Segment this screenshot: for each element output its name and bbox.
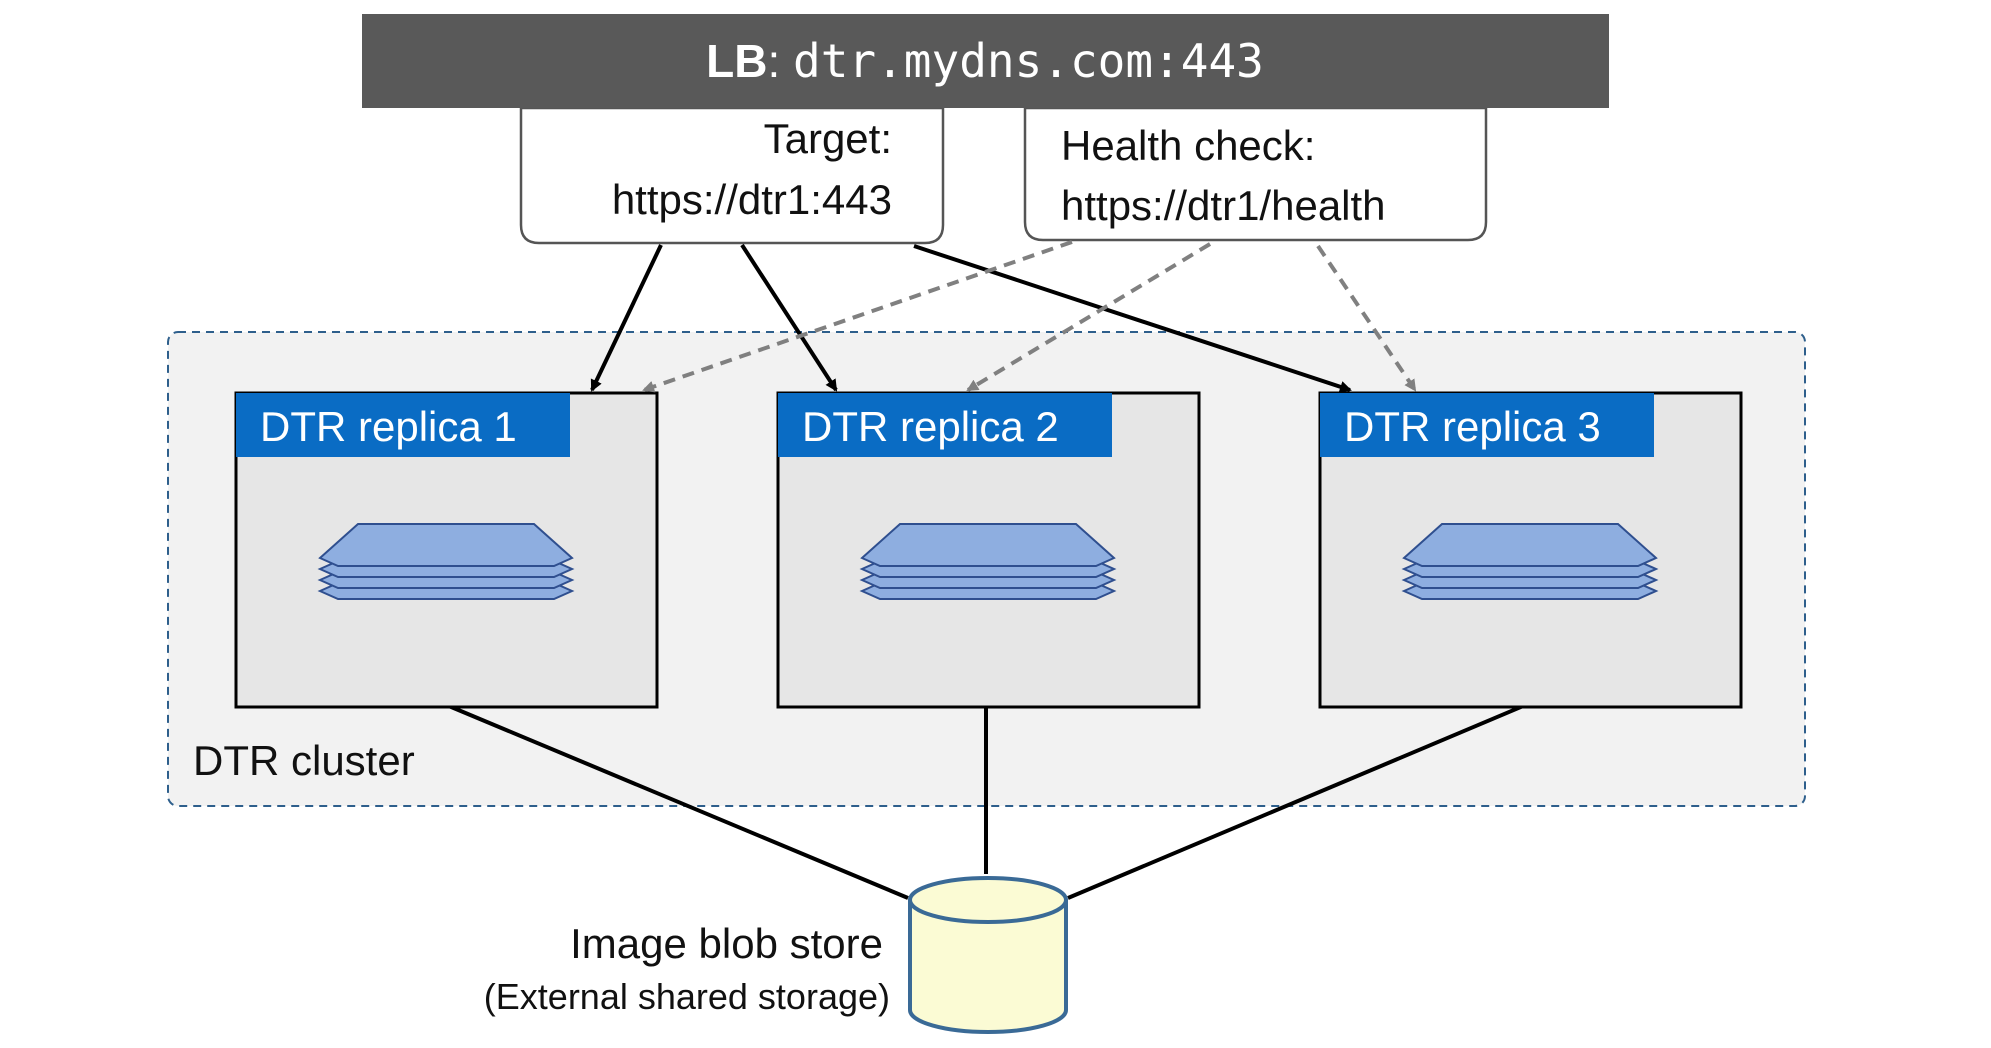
replica-header [1320,393,1654,457]
load-balancer-bar [362,14,1609,108]
dtr-replica-2[interactable]: DTR replica 2 [776,391,1201,709]
route-arrow-replica-1 [590,244,663,392]
health-arrow-replica-3 [1316,244,1417,392]
replica-label: DTR replica 2 [802,403,1059,450]
dtr-replica-3[interactable]: DTR replica 3 [1318,391,1743,709]
blob-store-subtitle: (External shared storage) [484,976,890,1017]
health-check-callout [1023,106,1488,242]
health-arrow-replica-2 [966,242,1212,392]
replica1-to-store-line [443,702,909,900]
lb-prefix: LB [706,35,767,87]
target-url: https://dtr1:443 [612,176,892,223]
replica-label: DTR replica 3 [1344,403,1601,450]
blob-store-cylinder-icon [908,876,1068,1034]
target-label: Target: [764,115,892,162]
replica-header [778,393,1112,457]
replica-header [236,393,570,457]
target-callout [519,106,945,245]
image-layers-icon [1401,523,1659,600]
route-arrow-replica-2 [740,243,838,392]
health-check-label: Health check: [1061,122,1315,169]
lb-separator: : [767,35,793,87]
dtr-cluster-label: DTR cluster [193,737,415,784]
replica3-to-store-line [1067,702,1529,900]
blob-store-title: Image blob store [570,920,883,967]
load-balancer-label: LB: dtr.mydns.com:443 [706,34,1264,88]
image-layers-icon [859,523,1117,600]
health-check-url: https://dtr1/health [1061,182,1386,229]
dtr-replica-1[interactable]: DTR replica 1 [234,391,659,709]
image-layers-icon [317,523,575,600]
health-arrow-replica-1 [642,240,1073,393]
replica-label: DTR replica 1 [260,403,517,450]
lb-address: dtr.mydns.com:443 [793,34,1264,88]
